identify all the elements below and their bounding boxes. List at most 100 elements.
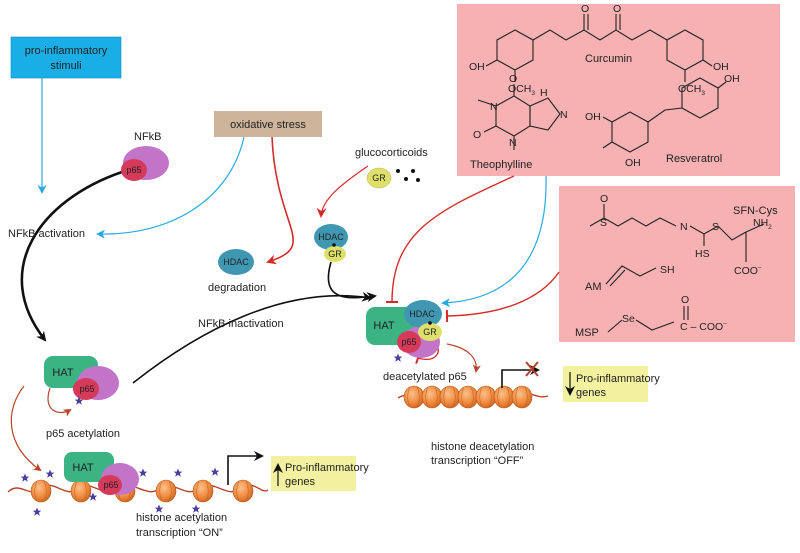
- resveratrol-structure: [602, 77, 727, 153]
- curcumin-oh1: OH: [469, 61, 485, 73]
- hdac-label-degraded: HDAC: [223, 257, 249, 267]
- stimuli-label-line1: pro-inflammatory: [25, 45, 108, 57]
- theophylline-o1: O: [509, 73, 517, 85]
- msp-se: Se: [622, 313, 635, 325]
- curcumin-o2: O: [613, 3, 621, 15]
- nucleosome-off-6: [493, 385, 515, 409]
- hat-label-chromatin: HAT: [72, 462, 93, 474]
- acetyl-star-3: [32, 507, 42, 516]
- p65-subunit: [121, 159, 147, 181]
- gr-receptor-free: [366, 167, 392, 189]
- nucleosome-off-7: [511, 385, 533, 409]
- theophylline-n2: N: [509, 137, 517, 149]
- genes-down-line1: Pro-inflammatory: [576, 373, 660, 385]
- am-label: AM: [585, 281, 602, 293]
- curcumin-o1: O: [581, 3, 589, 15]
- histone-acetylation-label: histone acetylation: [136, 512, 227, 524]
- nucleosome-on-4: [155, 479, 177, 503]
- oxidative-stress-box: [214, 111, 322, 137]
- nucleosome-on-1: [30, 479, 52, 503]
- sfn-cys-label: SFN-Cys: [733, 205, 778, 217]
- polyphenol-inhibition-line: [385, 175, 515, 304]
- blocked-bent-arrow-icon: [501, 365, 540, 388]
- resveratrol-oh1: OH: [585, 111, 601, 123]
- transcription-on-label: transcription “ON”: [136, 527, 223, 539]
- sulfur-inhibition-line: [445, 271, 560, 323]
- glucocorticoid-dot-1: [396, 169, 400, 173]
- sfn-hs: HS: [695, 248, 710, 260]
- hat-to-chromatin-arrow: [10, 385, 42, 472]
- acetyl-star-6: [173, 468, 183, 477]
- theophylline-structure: [477, 84, 561, 150]
- curcumin-structure: [485, 14, 713, 82]
- glucocorticoid-dot-3: [411, 169, 415, 173]
- hdac-gr-to-complex-arrow: [327, 261, 377, 303]
- stimuli-label-line2: stimuli: [50, 60, 81, 72]
- hdac-label-complex: HDAC: [409, 309, 435, 319]
- hat-label: HAT: [52, 367, 73, 379]
- gr-label-free: GR: [372, 173, 386, 183]
- p65-label-top: p65: [126, 165, 141, 175]
- nucleosome-off-3: [439, 385, 461, 409]
- transcription-off-label: transcription “OFF”: [431, 455, 524, 467]
- p65-acetylated: [73, 378, 99, 400]
- sfn-nh2: NH2: [753, 217, 772, 231]
- degradation-label: degradation: [208, 282, 266, 294]
- glucocorticoids-label: glucocorticoids: [355, 147, 428, 159]
- glucocorticoid-bound-dot: [332, 243, 336, 247]
- nucleosome-off-1: [403, 385, 425, 409]
- p65-on-chromatin: [98, 475, 122, 495]
- gr-label-bound: GR: [328, 249, 342, 259]
- nucleosome-on-2: [70, 479, 92, 503]
- theophylline-o2: O: [473, 129, 481, 141]
- am-sh: SH: [660, 264, 675, 276]
- genes-up-line1: Pro-inflammatory: [285, 462, 369, 474]
- hat-label-complex: HAT: [373, 320, 394, 332]
- block-x-mark: [525, 361, 539, 377]
- msp-label: MSP: [575, 327, 599, 339]
- glucocorticoid-to-hdac-arrow: [316, 165, 369, 218]
- acetyl-star-5: [138, 468, 148, 477]
- polyphenol-to-hdac-arrow: [441, 175, 547, 308]
- p65-label-chromatin: p65: [103, 480, 118, 490]
- curcumin-label: Curcumin: [585, 53, 632, 65]
- hdac-with-gr: [314, 224, 348, 250]
- sfn-o: O: [600, 193, 608, 205]
- p65-in-complex: [397, 331, 421, 353]
- resveratrol-label: Resveratrol: [666, 153, 722, 165]
- nfkb-inactivation-label: NFkB inactivation: [198, 318, 284, 330]
- sfn-s2: S: [712, 221, 719, 233]
- stimuli-box: [10, 36, 122, 79]
- oxidative-to-activation-arrow: [96, 136, 245, 239]
- nucleosome-off-5: [475, 385, 497, 409]
- oxidative-stress-label: oxidative stress: [230, 119, 306, 131]
- theophylline-n3: N: [560, 109, 568, 121]
- p65-label-complex: p65: [401, 337, 416, 347]
- msp-structure: [607, 306, 689, 333]
- gr-label-complex: GR: [423, 327, 437, 337]
- sfn-coo: COO−: [734, 265, 762, 277]
- am-structure: [605, 265, 657, 287]
- genes-down-box: [563, 366, 648, 402]
- glucocorticoid-complex-dot: [428, 321, 432, 325]
- sfn-n: N: [680, 221, 688, 233]
- oxidative-to-degradation-arrow: [266, 136, 294, 265]
- theophylline-label: Theophylline: [470, 159, 532, 171]
- theophylline-n1: N: [490, 101, 498, 113]
- curcumin-oh2: OH: [713, 61, 729, 73]
- deacetylated-p65-label: deacetylated p65: [383, 371, 467, 383]
- p65-acetylation-label: p65 acetylation: [46, 428, 120, 440]
- msp-c-coo: C – COO−: [680, 321, 727, 333]
- p65-label-acetylated: p65: [79, 384, 94, 394]
- polyphenol-compounds-box: [457, 4, 780, 176]
- hdac-degraded: [218, 249, 254, 275]
- nucleosome-on-6: [232, 479, 254, 503]
- acetyl-star-7: [210, 467, 220, 476]
- sulfur-compounds-box: [559, 186, 795, 342]
- genes-up-box: [271, 456, 356, 491]
- hat-on-chromatin: [64, 452, 114, 482]
- complex-to-chromatin-arrow: [446, 343, 481, 373]
- gr-in-complex: [418, 323, 442, 341]
- acetyl-star-complex: [393, 353, 403, 362]
